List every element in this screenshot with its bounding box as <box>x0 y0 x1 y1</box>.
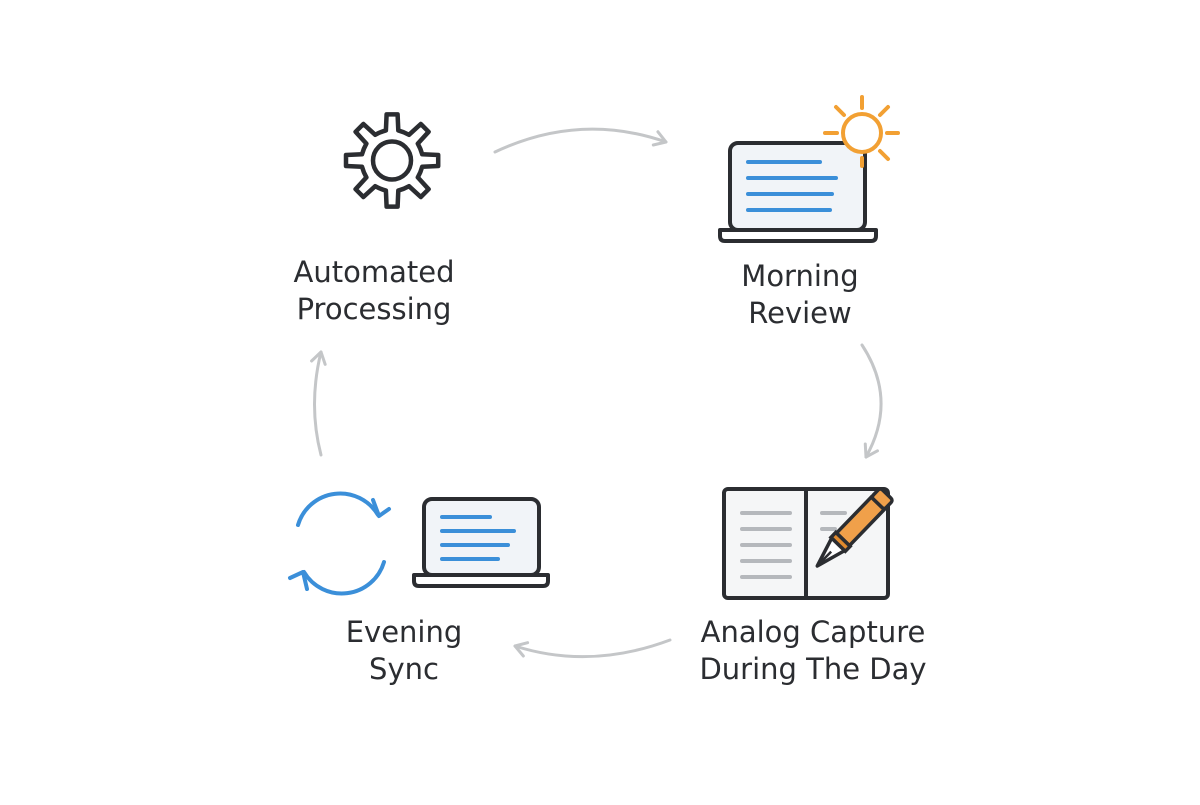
notebook-with-pen-icon <box>722 487 894 600</box>
step-label-morning-review: Morning Review <box>664 258 936 332</box>
step-label-line: Processing <box>296 292 452 326</box>
arrow-analog-to-evening <box>513 638 672 659</box>
arrow-morning-to-analog <box>860 343 883 459</box>
step-label-line: Automated <box>293 255 455 289</box>
pen-icon <box>815 487 894 568</box>
step-label-analog-capture: Analog Capture During The Day <box>668 614 958 688</box>
step-label-line: During The Day <box>699 652 927 686</box>
sync-arrows-icon <box>288 491 391 596</box>
sun-icon <box>823 95 900 168</box>
gear-icon <box>343 112 441 209</box>
laptop-icon <box>412 497 550 588</box>
step-label-evening-sync: Evening Sync <box>268 614 540 688</box>
step-label-line: Sync <box>369 652 439 686</box>
step-label-line: Analog Capture <box>700 615 926 649</box>
step-label-line: Evening <box>345 615 463 649</box>
laptop-with-sun-icon <box>718 95 900 243</box>
arrow-automated-to-morning <box>493 127 668 154</box>
step-label-line: Review <box>748 296 852 330</box>
step-label-automated-processing: Automated Processing <box>238 254 510 328</box>
arrow-evening-to-automated <box>310 350 327 457</box>
step-label-line: Morning <box>741 259 859 293</box>
